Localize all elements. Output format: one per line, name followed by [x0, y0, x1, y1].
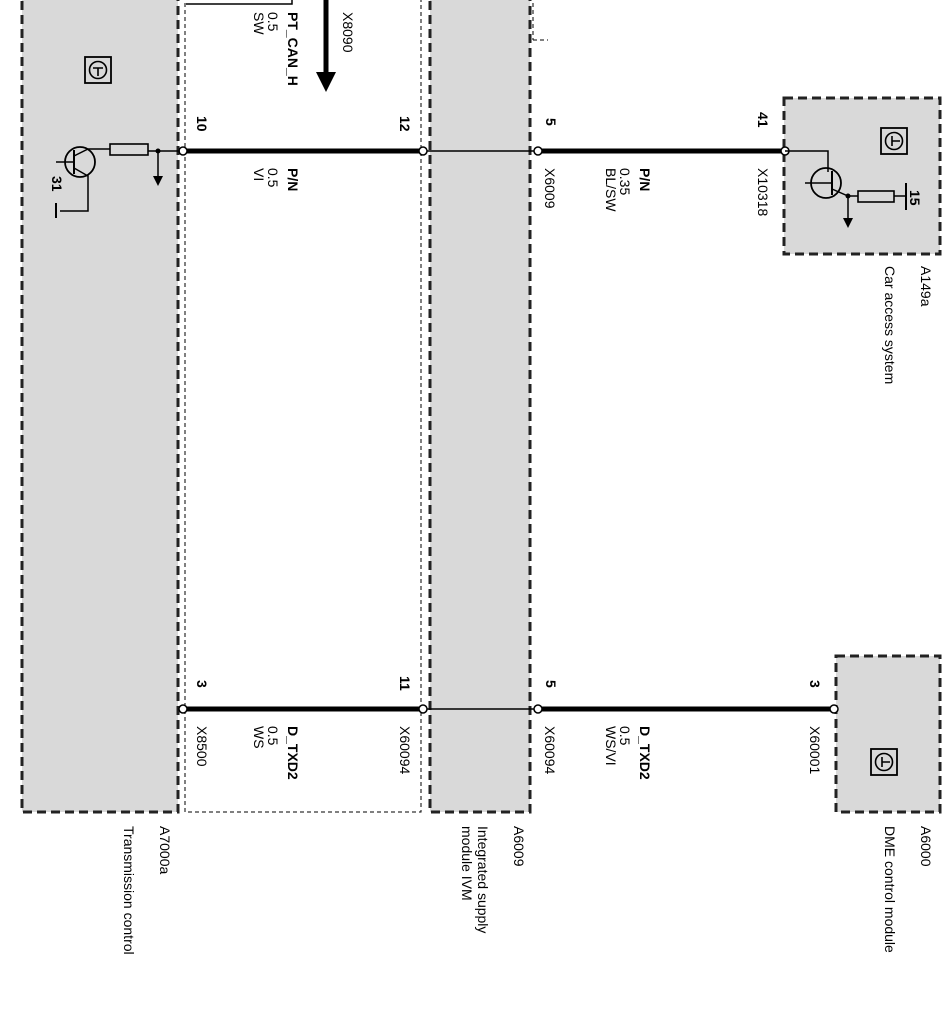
seg2-bottom-signal: D_TXD2 — [637, 726, 653, 780]
supply-module-id: A6009 — [511, 826, 527, 867]
pin-3-connector-right[interactable] — [829, 704, 839, 714]
transmission-control-box[interactable] — [20, 0, 180, 814]
pin-12-connector[interactable] — [418, 146, 428, 156]
pin-31-label: 31 — [49, 176, 65, 192]
connector-x60094-left-label: X60094 — [397, 726, 413, 774]
seg1-top-signal: P/N — [285, 168, 301, 191]
seg1-bottom-color: WS — [251, 726, 267, 749]
pin-12-label: 12 — [397, 116, 413, 132]
pin-15-label: 15 — [907, 190, 923, 206]
control-unit-icon — [84, 56, 112, 84]
pin-5-bottom-label: 5 — [543, 680, 559, 688]
seg2-top-color: BL/SW — [603, 168, 619, 212]
supply-module-name-line1: Integrated supply — [475, 826, 491, 933]
pin-11-label: 11 — [397, 676, 413, 691]
connector-x8500-label: X8500 — [194, 726, 210, 767]
connector-x60094-right-label: X60094 — [542, 726, 558, 774]
transmission-module-id: A7000a — [157, 826, 173, 874]
cas-internal-circuit — [785, 150, 907, 228]
seg2-bottom-size: 0.5 — [617, 726, 633, 746]
connector-x10318-label: X10318 — [755, 168, 771, 216]
seg1-bottom-size: 0.5 — [265, 726, 281, 746]
pin-5-connector-bottom[interactable] — [533, 704, 543, 714]
external-size: 0.5 — [265, 12, 281, 32]
seg2-bottom-color: WS/VI — [603, 726, 619, 766]
control-unit-icon — [880, 127, 908, 155]
seg2-top-size: 0.35 — [617, 168, 633, 195]
external-branch-arrow-icon — [186, 0, 336, 92]
cas-module-id: A149a — [918, 266, 934, 307]
dme-module-name: DME control module — [882, 826, 898, 953]
pin-41-label: 41 — [755, 112, 771, 128]
transmission-module-name: Transmission control — [121, 826, 137, 955]
seg2-top-signal: P/N — [637, 168, 653, 191]
connector-strip-transmission — [184, 0, 422, 813]
connector-x6009-label: X6009 — [542, 168, 558, 209]
car-access-system-box[interactable] — [782, 96, 942, 256]
pin-5-top-label: 5 — [543, 118, 559, 126]
supply-module-box[interactable] — [428, 0, 532, 814]
seg1-top-color: VI — [251, 168, 267, 181]
ground-arrow-icon — [843, 218, 853, 228]
supply-module-name-line2: module IVM — [459, 826, 475, 901]
control-unit-icon — [870, 748, 898, 776]
pin-10-label: 10 — [194, 116, 210, 132]
pin-11-connector[interactable] — [418, 704, 428, 714]
pin-10-connector[interactable] — [178, 146, 188, 156]
ground-arrow-icon — [153, 176, 163, 186]
seg1-bottom-signal: D_TXD2 — [285, 726, 301, 780]
connector-x60001-label: X60001 — [807, 726, 823, 774]
external-color: SW — [251, 12, 267, 35]
dme-control-module-box[interactable] — [834, 654, 942, 814]
external-connector-id: X8090 — [340, 12, 356, 53]
pin-3-left-label: 3 — [194, 680, 210, 688]
cas-module-name: Car access system — [882, 266, 898, 384]
pin-5-connector-top[interactable] — [533, 146, 543, 156]
dme-module-id: A6000 — [918, 826, 934, 867]
external-signal: PT_CAN_H — [285, 12, 301, 86]
seg1-top-size: 0.5 — [265, 168, 281, 188]
pin-3-right-label: 3 — [807, 680, 823, 688]
transmission-internal-circuit — [55, 143, 180, 218]
pin-3-connector-left[interactable] — [178, 704, 188, 714]
resistor-icon — [109, 143, 149, 156]
